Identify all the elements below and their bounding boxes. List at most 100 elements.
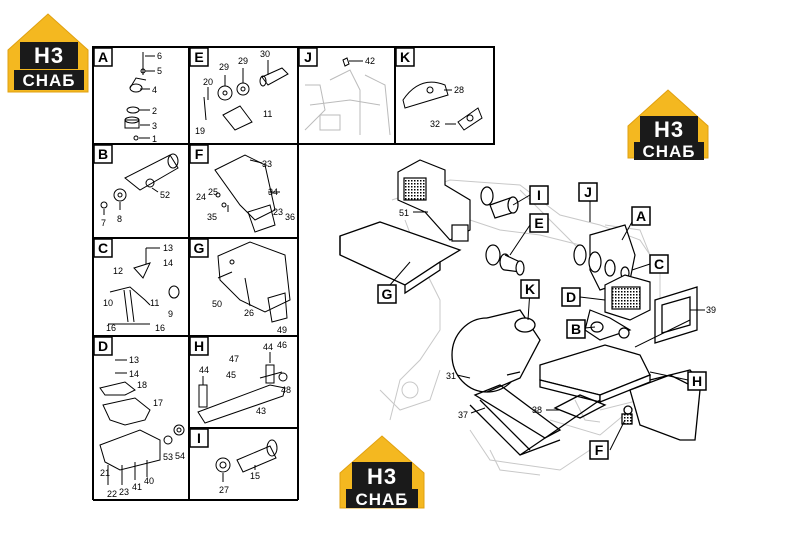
svg-text:28: 28 — [454, 85, 464, 95]
svg-text:33: 33 — [262, 159, 272, 169]
panel-D-letter: D — [93, 336, 113, 356]
svg-text:32: 32 — [430, 119, 440, 129]
svg-text:25: 25 — [208, 187, 218, 197]
svg-text:A: A — [636, 208, 646, 224]
callout-F: F — [589, 440, 609, 460]
svg-text:A: A — [98, 49, 108, 65]
svg-text:44: 44 — [199, 365, 209, 375]
callout-H: H — [687, 371, 707, 391]
svg-text:E: E — [534, 215, 543, 231]
svg-text:38: 38 — [532, 405, 542, 415]
svg-text:45: 45 — [226, 370, 236, 380]
svg-text:H3: H3 — [654, 117, 684, 142]
svg-text:37: 37 — [458, 410, 468, 420]
svg-text:13: 13 — [129, 355, 139, 365]
svg-text:47: 47 — [229, 354, 239, 364]
platform-G — [339, 221, 462, 295]
svg-text:СНАБ: СНАБ — [355, 490, 408, 509]
logo-bottom: H3 СНАБ — [339, 435, 425, 509]
svg-text:8: 8 — [117, 214, 122, 224]
logo-top-left: H3 СНАБ — [7, 13, 89, 93]
callouts: I J E A C K D B G H F — [377, 182, 707, 460]
svg-text:4: 4 — [152, 85, 157, 95]
round-tank — [451, 309, 541, 393]
svg-text:C: C — [654, 256, 664, 272]
svg-text:F: F — [195, 146, 204, 162]
svg-text:I: I — [197, 430, 201, 446]
panel-E-drawing — [203, 60, 289, 131]
panel-F-letter: F — [189, 144, 209, 164]
panel-B-letter: B — [93, 144, 113, 164]
main-leaders — [413, 211, 697, 414]
svg-text:15: 15 — [250, 471, 260, 481]
svg-text:52: 52 — [160, 190, 170, 200]
callout-A: A — [631, 206, 651, 226]
logo-right: H3 СНАБ — [627, 89, 709, 161]
panel-J-part — [342, 57, 363, 67]
svg-text:K: K — [400, 49, 410, 65]
callout-C: C — [649, 254, 669, 274]
panel-K-letter: K — [395, 47, 415, 67]
panel-I-labels: 15 27 — [219, 471, 260, 495]
svg-text:27: 27 — [219, 485, 229, 495]
svg-text:B: B — [98, 146, 108, 162]
callout-I: I — [529, 185, 549, 205]
svg-text:44: 44 — [263, 342, 273, 352]
svg-text:26: 26 — [244, 308, 254, 318]
svg-text:5: 5 — [157, 66, 162, 76]
svg-text:54: 54 — [175, 451, 185, 461]
svg-text:F: F — [595, 442, 604, 458]
svg-text:G: G — [382, 286, 393, 302]
mechanism-AC — [573, 224, 636, 291]
panel-D-labels: 13 14 18 17 53 54 21 23 41 40 22 — [100, 355, 185, 499]
panel-G-drawing — [217, 241, 291, 323]
svg-text:19: 19 — [195, 126, 205, 136]
main-part-labels: 51 39 31 37 38 — [399, 208, 716, 420]
callout-D: D — [561, 287, 581, 307]
logo-h3-text: H3 — [34, 43, 64, 68]
svg-text:K: K — [525, 281, 535, 297]
svg-text:J: J — [584, 184, 592, 200]
svg-text:2: 2 — [152, 106, 157, 116]
callout-B: B — [566, 319, 586, 339]
callout-G: G — [377, 284, 397, 304]
svg-text:10: 10 — [103, 298, 113, 308]
panel-G-labels: 50 26 49 — [212, 299, 287, 335]
callout-E: E — [529, 213, 549, 233]
svg-text:E: E — [194, 49, 203, 65]
svg-text:53: 53 — [163, 452, 173, 462]
svg-text:29: 29 — [238, 56, 248, 66]
svg-text:3: 3 — [152, 121, 157, 131]
grid-box-I — [397, 159, 471, 242]
panel-H-letter: H — [189, 336, 209, 356]
svg-text:46: 46 — [277, 340, 287, 350]
panel-A-drawing — [124, 52, 155, 141]
svg-text:21: 21 — [100, 468, 110, 478]
panel-F-drawing — [214, 154, 280, 233]
panel-letters: A E J K B F C G D H I — [93, 47, 415, 448]
panel-I-letter: I — [189, 428, 209, 448]
svg-text:20: 20 — [203, 77, 213, 87]
panel-D-drawing — [99, 359, 185, 485]
panel-K-labels: 28 32 — [430, 85, 464, 129]
panel-I-drawing — [215, 439, 278, 482]
panel-E-labels: 29 29 30 20 19 11 — [195, 49, 272, 136]
svg-text:12: 12 — [113, 266, 123, 276]
svg-text:23: 23 — [119, 487, 129, 497]
svg-text:51: 51 — [399, 208, 409, 218]
panel-J-drawing — [304, 69, 391, 136]
svg-text:39: 39 — [706, 305, 716, 315]
svg-text:G: G — [194, 240, 205, 256]
svg-text:31: 31 — [446, 371, 456, 381]
svg-text:24: 24 — [196, 192, 206, 202]
svg-text:50: 50 — [212, 299, 222, 309]
svg-text:49: 49 — [277, 325, 287, 335]
svg-text:40: 40 — [144, 476, 154, 486]
panel-B-drawing — [100, 153, 179, 215]
svg-text:6: 6 — [157, 51, 162, 61]
svg-text:D: D — [566, 289, 576, 305]
svg-text:9: 9 — [168, 309, 173, 319]
svg-text:13: 13 — [163, 243, 173, 253]
callout-K: K — [520, 279, 540, 299]
panel-C-drawing — [108, 247, 180, 325]
